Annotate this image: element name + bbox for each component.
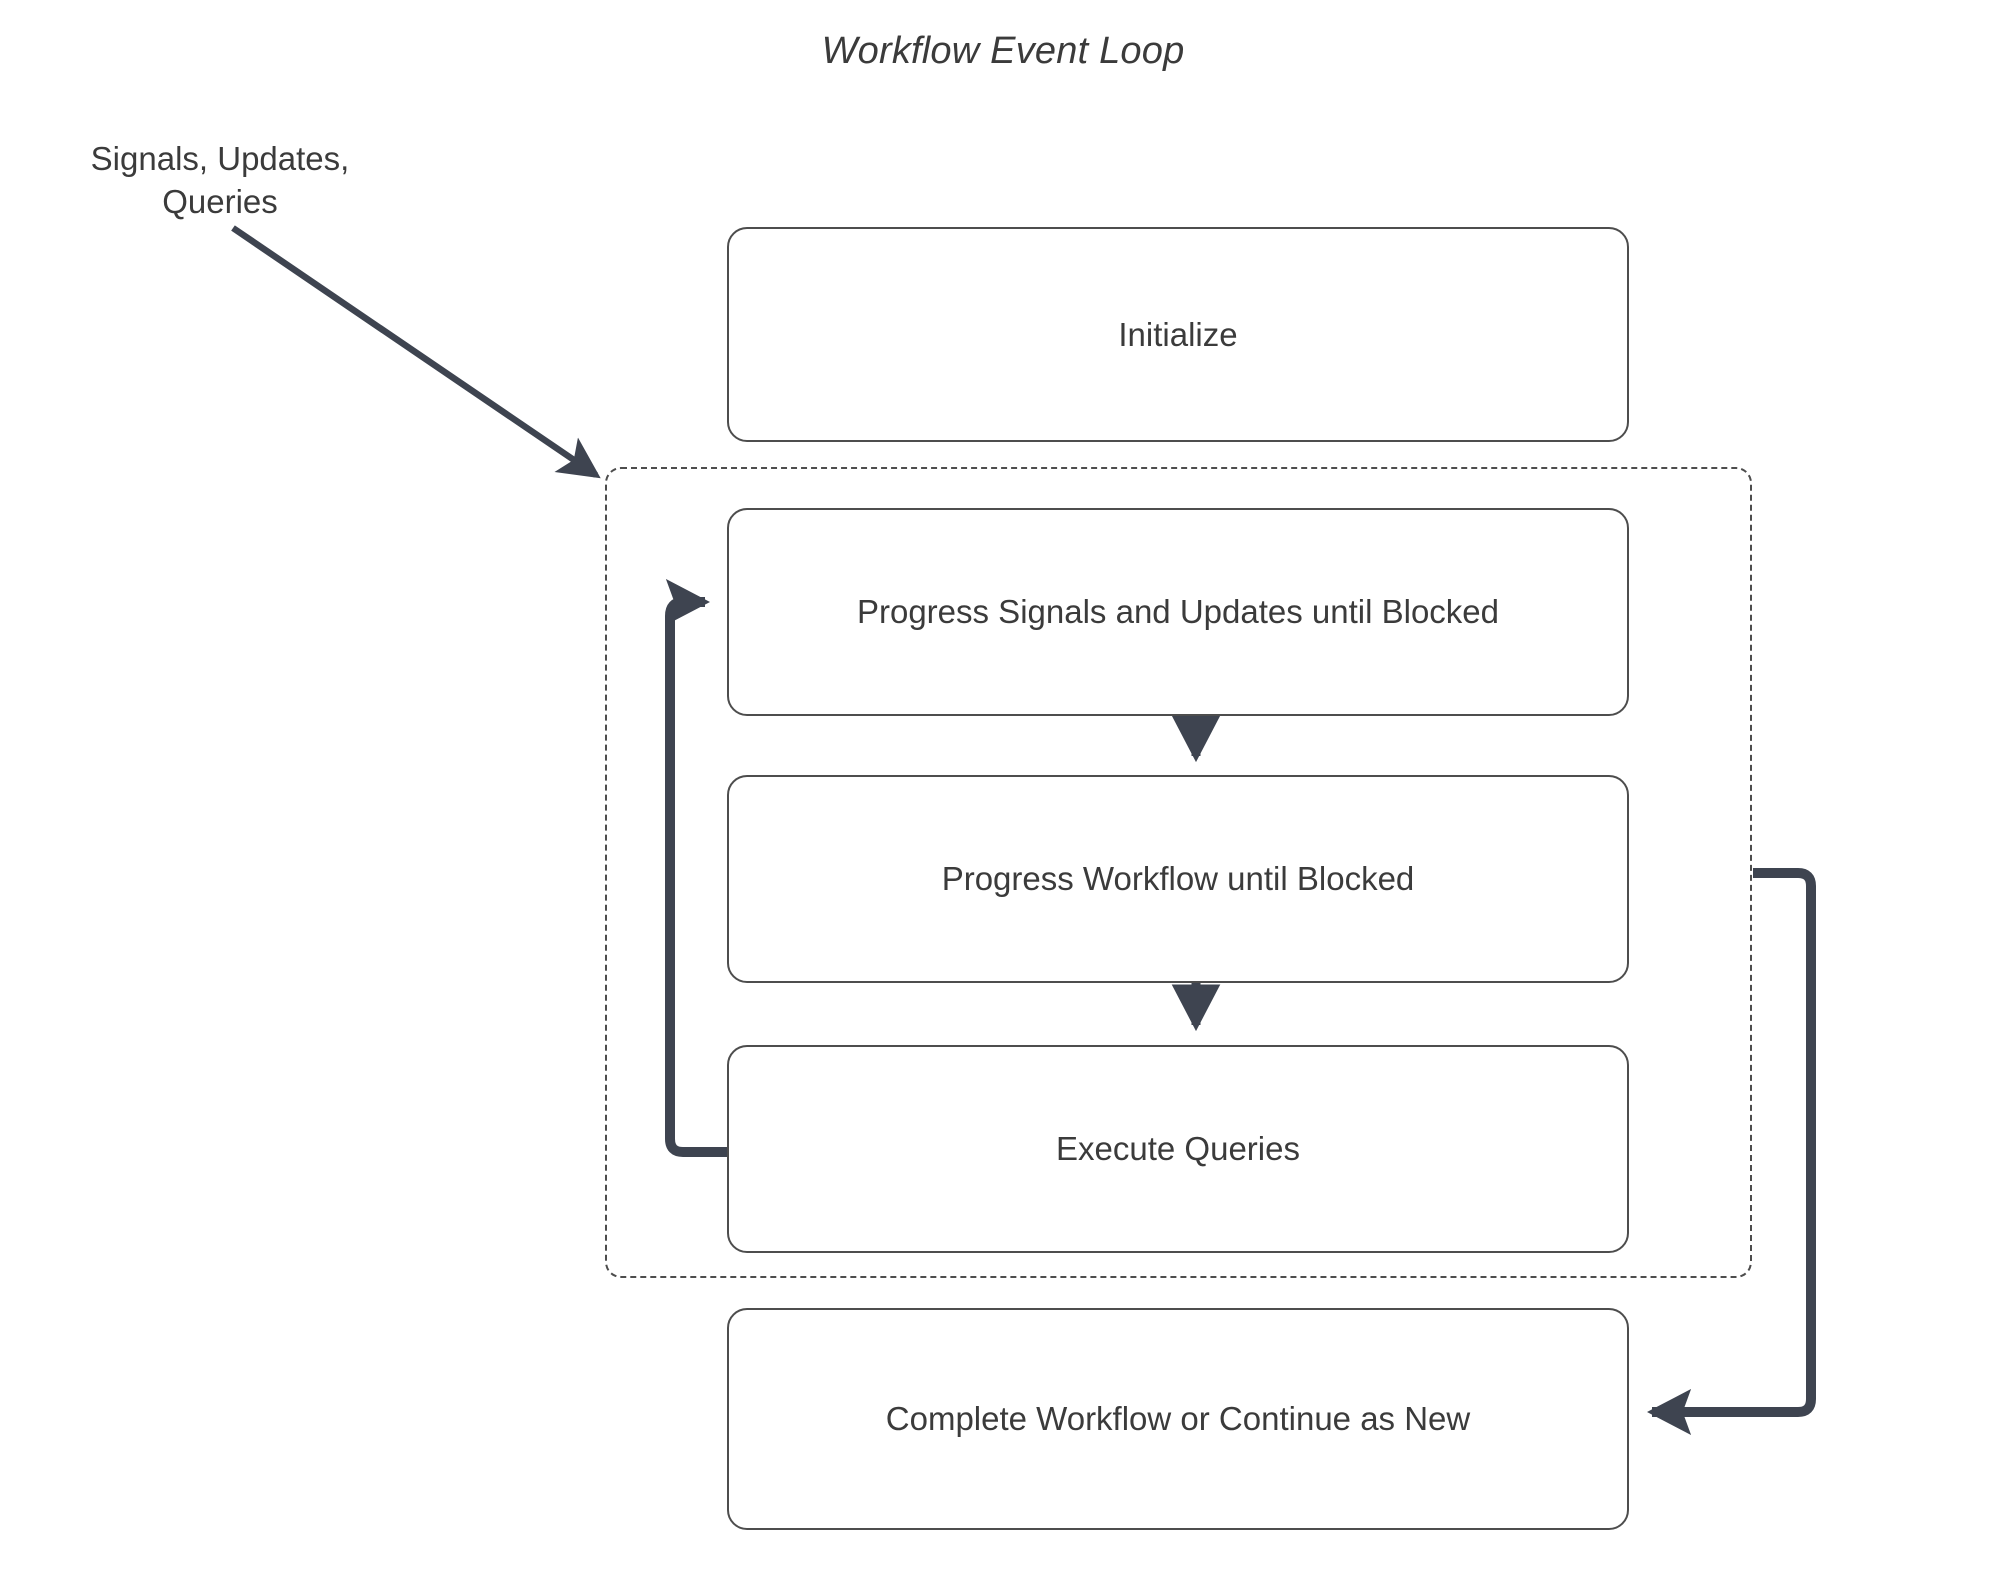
node-progress-signals[interactable]: Progress Signals and Updates until Block… — [727, 508, 1629, 716]
node-execute-queries-label: Execute Queries — [1056, 1130, 1300, 1167]
node-complete-workflow-label: Complete Workflow or Continue as New — [885, 1400, 1471, 1437]
node-progress-signals-label: Progress Signals and Updates until Block… — [856, 593, 1500, 630]
node-progress-workflow[interactable]: Progress Workflow until Blocked — [727, 775, 1629, 983]
external-input-label: Signals, Updates, Queries — [20, 137, 420, 223]
page-title: Workflow Event Loop — [821, 30, 1185, 72]
edge-loop-to-complete — [1647, 868, 1816, 1435]
node-initialize-label: Initialize — [1118, 315, 1238, 353]
node-initialize[interactable]: Initialize — [727, 227, 1629, 442]
edge-external-input — [231, 225, 601, 479]
node-execute-queries[interactable]: Execute Queries — [727, 1045, 1629, 1253]
node-progress-workflow-label: Progress Workflow until Blocked — [941, 860, 1415, 897]
edge-queries-to-signals-loop — [665, 579, 727, 1157]
external-input-label-line1: Signals, Updates, — [90, 140, 350, 177]
node-complete-workflow[interactable]: Complete Workflow or Continue as New — [727, 1308, 1629, 1530]
external-input-label-line2: Queries — [162, 183, 278, 220]
